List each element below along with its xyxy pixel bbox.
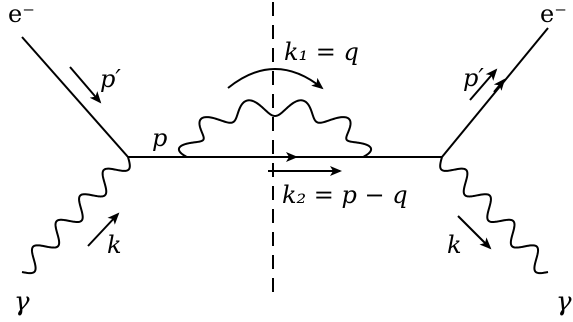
electron-line-out — [441, 27, 549, 158]
electron-out-arrow — [493, 78, 506, 93]
k-in-arrow — [87, 212, 120, 247]
k-out-arrow — [457, 215, 492, 250]
label-p-internal: p — [152, 124, 167, 152]
photon-line-out — [439, 156, 549, 275]
label-k-in: k — [107, 231, 122, 259]
label-photon-in: γ — [14, 287, 30, 317]
label-photon-out: γ — [556, 287, 572, 317]
p-prime-out-arrow — [469, 68, 498, 101]
label-p-prime-out: p′ — [463, 64, 484, 92]
label-p-prime-in: p′ — [100, 65, 121, 93]
k1-arc-arrow — [227, 68, 324, 90]
label-k1: k₁ = q — [284, 38, 359, 66]
label-electron-in: e⁻ — [8, 0, 35, 28]
electron-line-in — [21, 36, 129, 158]
label-k-out: k — [447, 231, 462, 259]
label-electron-out: e⁻ — [540, 0, 567, 28]
p-prime-in-arrow — [69, 66, 102, 104]
label-k2: k₂ = p − q — [282, 181, 408, 209]
photon-line-in — [21, 156, 131, 275]
photon-loop — [177, 99, 373, 158]
